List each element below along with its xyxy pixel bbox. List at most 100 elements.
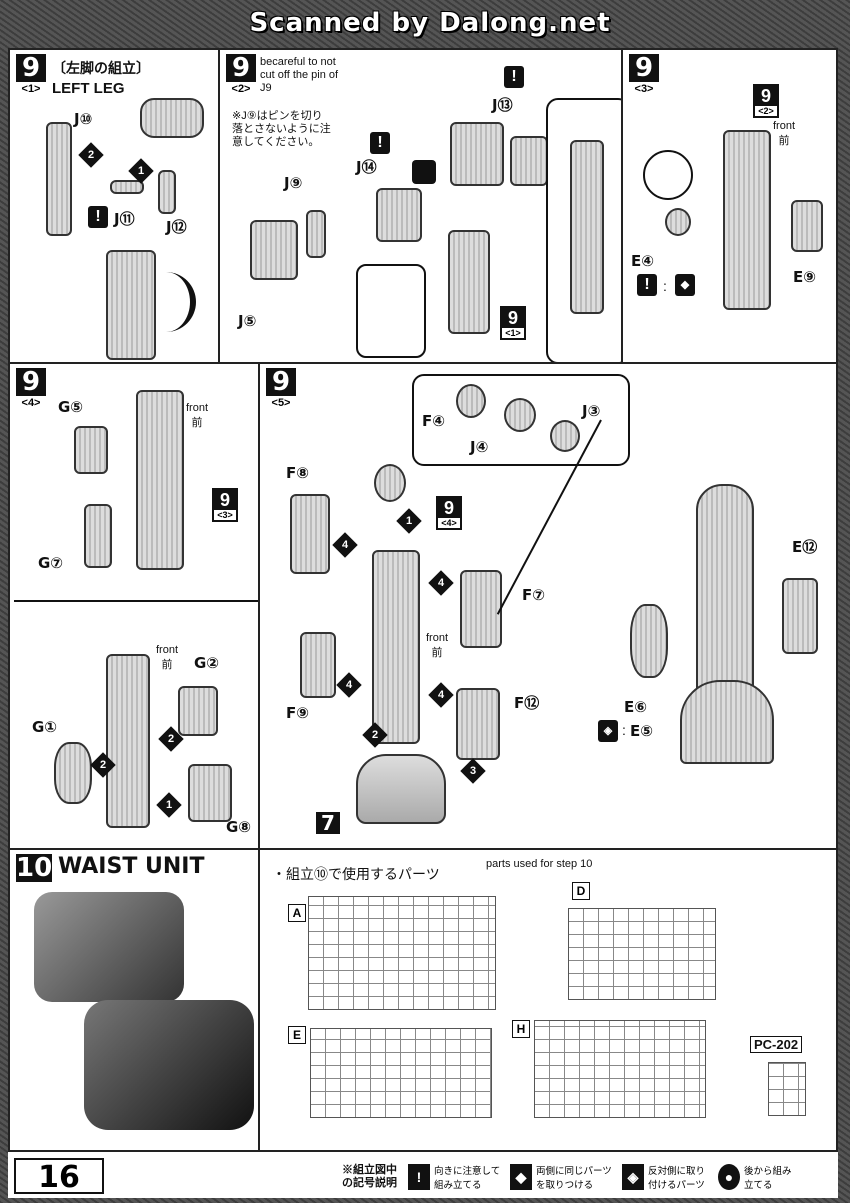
part-label: G⑤ — [58, 398, 84, 416]
rotate-arrow-icon — [166, 272, 196, 332]
step-reference: 9<2> — [753, 84, 779, 118]
order-arrow: 3 — [460, 758, 486, 784]
side-view-frame — [546, 98, 621, 362]
japanese-note: ※J⑨はピンを切り落とさないように注意してください。 — [232, 110, 331, 148]
later-assembly-icon — [412, 160, 436, 184]
part-label: E⑥ — [624, 698, 647, 716]
later-assembly-icon: ● — [718, 1164, 740, 1190]
part-label: E⑫ — [792, 538, 818, 556]
runner-label: D — [572, 882, 590, 900]
part-label: F⑦ — [522, 586, 545, 604]
order-arrow: 4 — [332, 532, 358, 558]
part-label: F⑨ — [286, 704, 309, 722]
pin-part — [110, 180, 144, 194]
armor-plate — [188, 764, 232, 822]
part-label: F④ — [422, 412, 445, 430]
joint-part — [376, 188, 422, 242]
runner-a — [308, 896, 496, 1010]
part-label: F⑧ — [286, 464, 309, 482]
parts-title-en: parts used for step 10 — [486, 858, 593, 870]
joint-ball — [504, 398, 536, 432]
symbol-legend: ※組立図中の記号説明 !向きに注意して組み立てる ◆両側に同じパーツを取りつける… — [342, 1156, 838, 1198]
step9-1-panel: 9 <1> 〔左脚の組立〕 LEFT LEG J⑩ J⑪ J⑫ 2 1 ! — [8, 48, 220, 364]
part-label: J⑭ — [356, 158, 377, 176]
armor-plate — [84, 504, 112, 568]
substep-label: <3> — [634, 83, 654, 95]
warning-icon: ! — [637, 274, 657, 296]
part-label: J③ — [582, 402, 601, 420]
step-number: 9 — [266, 368, 296, 396]
armor-plate — [54, 742, 92, 804]
order-arrow: 4 — [428, 570, 454, 596]
step-title: WAIST UNIT — [58, 854, 205, 879]
warning-icon: ! — [504, 66, 524, 88]
substep-label: <2> — [231, 83, 251, 95]
step10-title-panel: 10 WAIST UNIT — [8, 848, 260, 1152]
mirror-side-icon: ◈ — [622, 1164, 644, 1190]
manual-page: 9 <1> 〔左脚の組立〕 LEFT LEG J⑩ J⑪ J⑫ 2 1 ! 9 … — [8, 48, 838, 1198]
step-number: 9 — [16, 54, 46, 82]
step9-2-panel: 9 <2> becareful to not cut off the pin o… — [218, 48, 623, 364]
page-number: 16 — [14, 1158, 104, 1195]
step-reference: 9<3> — [212, 488, 238, 522]
part-label: J⑬ — [492, 96, 513, 114]
small-part — [158, 170, 176, 214]
runner-e — [310, 1028, 492, 1118]
legend-item: ●後から組み立てる — [718, 1163, 792, 1191]
waist-upper-render — [34, 892, 184, 1002]
legend-item: !向きに注意して組み立てる — [408, 1163, 504, 1191]
detail-callout — [356, 264, 426, 358]
armor-plate — [782, 578, 818, 654]
order-arrow: 2 — [78, 142, 104, 168]
completed-foot — [680, 680, 774, 764]
substep-label: <5> — [271, 397, 291, 409]
warning-icon: ! — [88, 206, 108, 228]
step-reference: 9<4> — [436, 496, 462, 530]
parts-panel: ・組立⑩で使用するパーツ parts used for step 10 A D … — [258, 848, 838, 1152]
parts-title-jp: ・組立⑩で使用するパーツ — [272, 866, 440, 882]
part-label: G⑦ — [38, 554, 64, 572]
foot-part — [356, 754, 446, 824]
substep-label: <4> — [21, 397, 41, 409]
order-arrow: 2 — [90, 752, 116, 778]
detail-callout — [140, 98, 204, 138]
order-arrow: 4 — [428, 682, 454, 708]
runner-label: A — [288, 904, 306, 922]
leg-assembly — [372, 550, 420, 744]
runner-label: E — [288, 1026, 306, 1044]
step-title-jp: 〔左脚の組立〕 — [52, 60, 150, 76]
legend-item: ◆両側に同じパーツを取りつける — [510, 1163, 616, 1191]
joint-socket — [550, 420, 580, 452]
order-arrow: 2 — [158, 726, 184, 752]
warning-icon: ! — [408, 1164, 430, 1190]
part-label: G② — [194, 654, 220, 672]
joint-ball — [374, 464, 406, 502]
completed-leg — [696, 484, 754, 718]
leg-frame-part — [46, 122, 72, 236]
runner-label: H — [512, 1020, 530, 1038]
step-reference-number: 7 — [316, 812, 340, 834]
leg-assembly — [723, 130, 771, 310]
legend-heading: ※組立図中の記号説明 — [342, 1164, 397, 1189]
scan-banner: Scanned by Dalong.net — [249, 8, 611, 38]
pc-runner — [768, 1062, 806, 1116]
pair-separator: : — [622, 722, 626, 738]
part-label: E⑤ — [630, 722, 653, 740]
part-label: J⑨ — [284, 174, 303, 192]
part-label: J④ — [470, 438, 489, 456]
part-label: J⑩ — [74, 110, 93, 128]
thigh-part — [450, 122, 504, 186]
knee-part — [250, 220, 298, 280]
detail-callout — [412, 374, 630, 466]
assembled-leg — [106, 250, 156, 360]
armor-plate — [74, 426, 108, 474]
both-sides-icon: ◆ — [510, 1164, 532, 1190]
step-number: 9 — [226, 54, 256, 82]
part-label: J⑪ — [114, 210, 135, 228]
part-label: G⑧ — [226, 818, 252, 836]
pin-part — [306, 210, 326, 258]
